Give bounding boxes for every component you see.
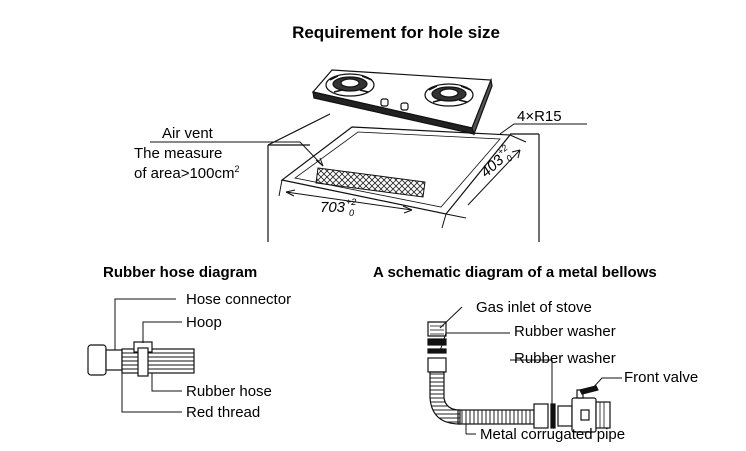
metal-pipe-label: Metal corrugated pipe bbox=[480, 426, 625, 443]
width-value: 703+2 bbox=[320, 197, 356, 216]
page-title: Requirement for hole size bbox=[292, 23, 500, 42]
countertop-hole bbox=[280, 126, 512, 215]
air-vent-label: Air vent bbox=[162, 125, 214, 142]
measure-line-2: of area>100cm2 bbox=[134, 164, 240, 182]
width-dimension bbox=[278, 179, 447, 229]
hose-connector-label: Hose connector bbox=[186, 291, 291, 308]
rubber-washer-label-1: Rubber washer bbox=[514, 323, 616, 340]
corner-radius-label: 4×R15 bbox=[517, 108, 562, 125]
bellows-title: A schematic diagram of a metal bellows bbox=[373, 264, 657, 281]
hoop-label: Hoop bbox=[186, 314, 222, 331]
rubber-hose-title: Rubber hose diagram bbox=[103, 264, 257, 281]
bellows-leaders bbox=[439, 306, 622, 435]
front-valve-label: Front valve bbox=[624, 369, 698, 386]
measure-line-1: The measure bbox=[134, 145, 222, 162]
rubber-washer-label-2: Rubber washer bbox=[514, 350, 616, 367]
air-vent-leader bbox=[150, 141, 324, 167]
rubber-hose-label: Rubber hose bbox=[186, 383, 272, 400]
bellows-drawing bbox=[427, 321, 611, 433]
gas-hob bbox=[311, 69, 493, 136]
svg-text:0: 0 bbox=[504, 153, 514, 164]
width-tol-zero: 0 bbox=[349, 208, 354, 218]
depth-dimension bbox=[445, 134, 527, 219]
red-thread-label: Red thread bbox=[186, 404, 260, 421]
gas-inlet-label: Gas inlet of stove bbox=[476, 299, 592, 316]
rubber-hose-drawing bbox=[87, 341, 195, 377]
depth-value: 403+2 0 bbox=[477, 143, 514, 181]
rubber-hose-leaders bbox=[114, 298, 182, 413]
corner-radius-leader bbox=[499, 123, 587, 135]
air-vent bbox=[315, 167, 426, 198]
cabinet-outline bbox=[267, 113, 540, 242]
